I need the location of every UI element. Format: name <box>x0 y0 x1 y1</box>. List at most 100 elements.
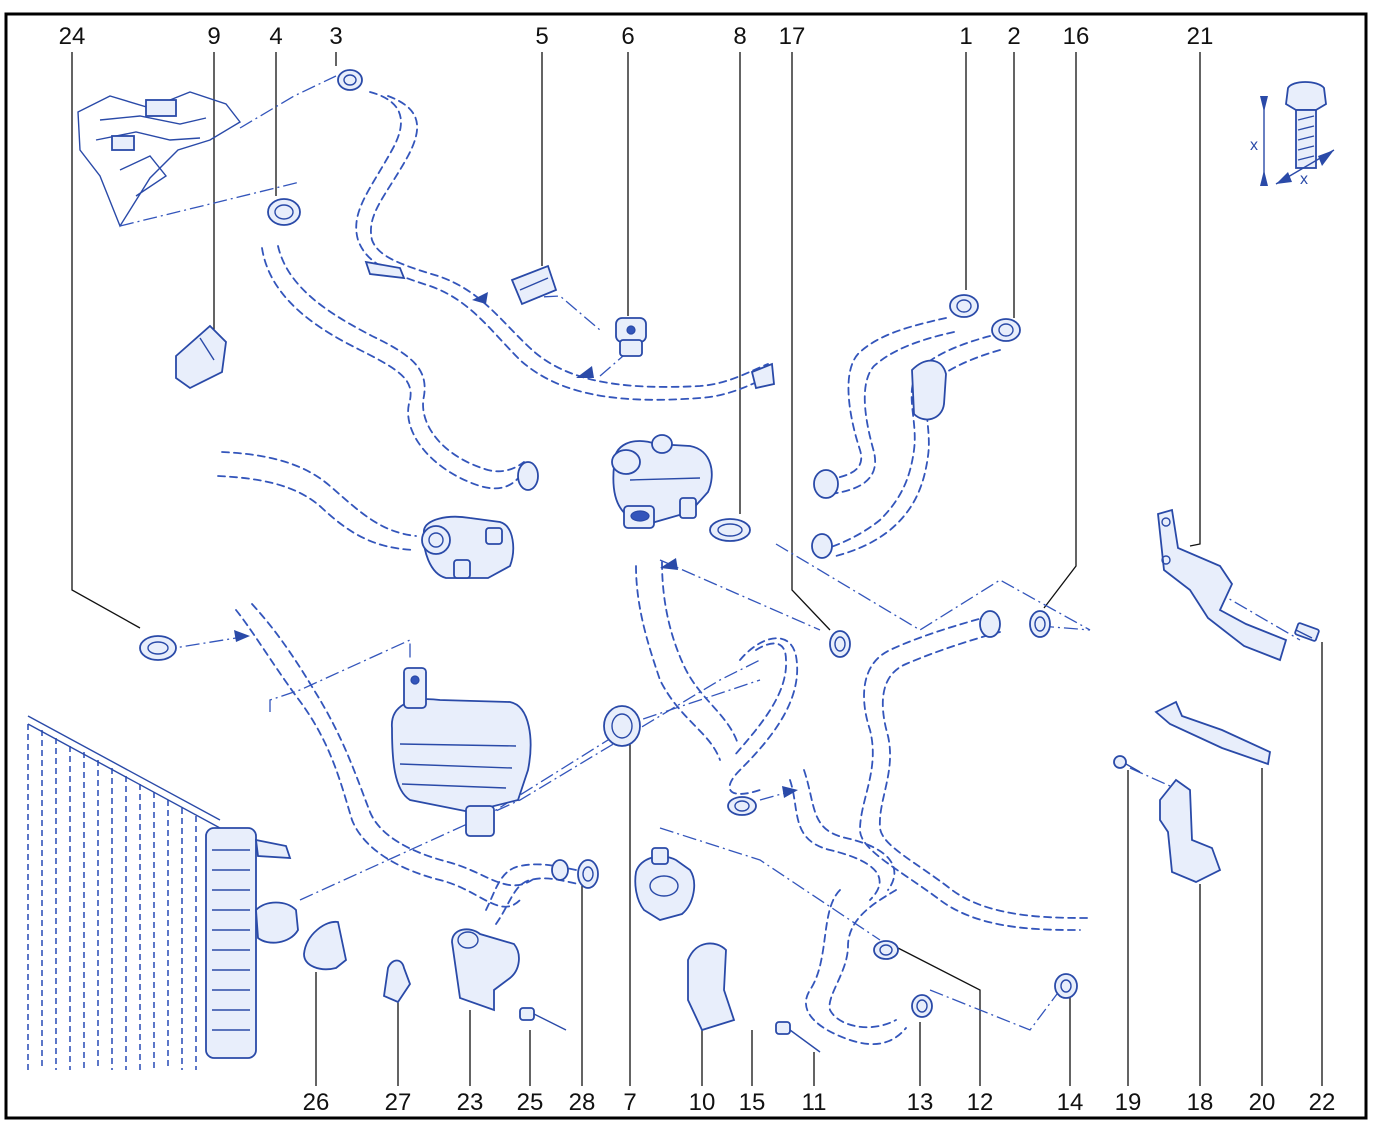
hose-bottom-u <box>805 889 907 1045</box>
leader-12 <box>897 947 981 1086</box>
leader-17 <box>791 52 831 631</box>
hose-right-long <box>859 615 1081 931</box>
arrows <box>234 292 798 798</box>
hose-lower-main <box>235 609 521 908</box>
clamp-16 <box>1029 610 1051 638</box>
clamp-14 <box>1054 973 1078 999</box>
rivet-11 <box>775 1021 821 1053</box>
tee-connector <box>911 359 947 421</box>
callout-9: 9 <box>207 23 220 50</box>
hose-central-vertical <box>635 565 721 761</box>
callout-1: 1 <box>959 23 972 50</box>
leader-24 <box>71 52 141 629</box>
hose-left-upper <box>221 451 417 537</box>
clamp-13 <box>911 994 933 1018</box>
callout-15: 15 <box>739 1089 766 1116</box>
callout-27: 27 <box>385 1089 412 1116</box>
hose-right-upper-2 <box>827 335 991 549</box>
heat-exchanger <box>391 667 532 837</box>
clamp-28 <box>577 859 599 889</box>
hose-right-upper-1 <box>825 317 947 481</box>
callout-22: 22 <box>1309 1089 1336 1116</box>
hose-upper-bypass <box>355 91 771 401</box>
arrow-6 <box>576 366 594 378</box>
leader-21 <box>1189 52 1201 547</box>
arrow-24 <box>234 630 250 642</box>
screw-19 <box>1113 755 1141 773</box>
diagram-frame <box>4 12 1368 1120</box>
callout-21: 21 <box>1187 23 1214 50</box>
clamp-17 <box>829 630 851 658</box>
clip-27 <box>383 959 412 1004</box>
clamp-3 <box>337 69 363 91</box>
callout-19: 19 <box>1115 1089 1142 1116</box>
hose-heater-return <box>261 247 521 490</box>
callout-12: 12 <box>967 1089 994 1116</box>
bracket-18 <box>1159 778 1222 883</box>
callout-6: 6 <box>621 23 634 50</box>
leader-lines <box>71 52 1323 1086</box>
bolt-spec-label-x-vertical: x <box>1250 137 1258 154</box>
callout-13: 13 <box>907 1089 934 1116</box>
callout-10: 10 <box>689 1089 716 1116</box>
callout-20: 20 <box>1249 1089 1276 1116</box>
arrow-5 <box>472 292 488 304</box>
callout-2: 2 <box>1007 23 1020 50</box>
clamp-4 <box>267 198 301 226</box>
arrow-8 <box>660 558 678 570</box>
hose-lower-right <box>789 779 881 901</box>
bracket-21 <box>1157 508 1288 662</box>
top-callouts: 24 9 4 3 5 6 8 17 1 2 16 21 <box>59 23 1214 50</box>
callout-3: 3 <box>329 23 342 50</box>
bottom-callouts: 26 27 23 25 28 7 10 15 11 13 12 14 19 18… <box>303 1089 1336 1116</box>
thermostat-housing <box>611 434 713 529</box>
callout-5: 5 <box>535 23 548 50</box>
clamp-8 <box>709 518 751 542</box>
leader-16 <box>1043 52 1077 609</box>
callout-16: 16 <box>1063 23 1090 50</box>
clamp-24 <box>139 635 177 661</box>
clamp-15 <box>727 796 757 816</box>
callout-24: 24 <box>59 23 86 50</box>
radiator-end-tank <box>205 827 257 1059</box>
radiator-outlet <box>255 901 299 944</box>
valve-6 <box>615 317 647 357</box>
callout-23: 23 <box>457 1089 484 1116</box>
lower-small-parts <box>303 921 821 1053</box>
right-brackets <box>1113 508 1320 883</box>
hose-right-loop <box>728 637 799 795</box>
bracket-9 <box>175 324 227 390</box>
hoses <box>217 91 1091 1045</box>
connector-small-b <box>750 362 775 390</box>
clamp-1 <box>949 294 979 318</box>
small-parts <box>175 260 1001 881</box>
callout-8: 8 <box>733 23 746 50</box>
hose-end-fittings <box>517 461 1001 881</box>
callout-26: 26 <box>303 1089 330 1116</box>
clamp-12 <box>873 940 899 960</box>
bolt-spec-icon: x x <box>1250 81 1335 188</box>
callout-4: 4 <box>269 23 282 50</box>
callout-7: 7 <box>623 1089 636 1116</box>
bolt-22 <box>1294 622 1320 642</box>
clamp-7 <box>603 705 641 747</box>
callout-11: 11 <box>802 1089 827 1116</box>
coolant-valve-left <box>421 515 515 579</box>
bolt-spec-label-x-horizontal: x <box>1300 171 1308 188</box>
assembly-lines <box>161 295 1301 1031</box>
callout-18: 18 <box>1187 1089 1214 1116</box>
electric-water-pump <box>634 847 696 921</box>
bracket-23 <box>451 928 520 1012</box>
connector-small-a <box>364 260 406 280</box>
callout-14: 14 <box>1057 1089 1084 1116</box>
clamps <box>139 69 1078 1018</box>
connector-5 <box>510 264 558 306</box>
callout-17: 17 <box>779 23 806 50</box>
bracket-20 <box>1154 700 1272 766</box>
clip-26 <box>303 921 347 971</box>
callout-25: 25 <box>517 1089 544 1116</box>
callout-28: 28 <box>569 1089 596 1116</box>
bracket-10 <box>687 942 736 1032</box>
arrow-15 <box>782 786 798 798</box>
